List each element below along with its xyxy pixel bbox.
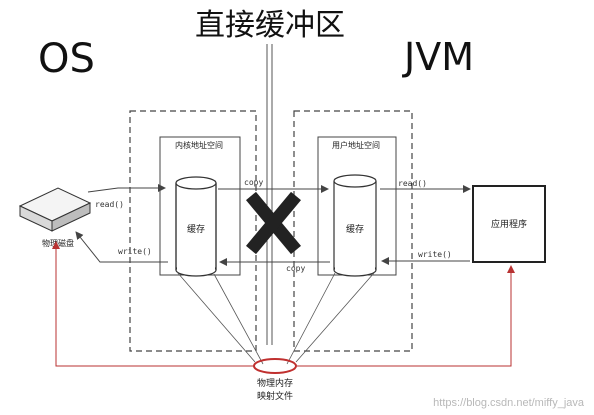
os-label: OS — [38, 36, 95, 82]
app-write-label: write() — [418, 250, 452, 259]
mapped-path-to-app — [296, 265, 515, 367]
copy-top-label: copy — [244, 178, 263, 187]
mapping-lines — [176, 271, 375, 365]
user-cache-label: 缓存 — [346, 223, 364, 235]
mapped-file-label-line1: 物理内存 — [257, 377, 293, 389]
copy-bottom-label: copy — [286, 264, 305, 273]
disk-write-label: write() — [118, 247, 152, 256]
kernel-space-label: 内核地址空间 — [175, 140, 223, 150]
user-cache-cylinder — [333, 174, 377, 277]
disk-write-arrow — [75, 231, 168, 263]
diagram-title: 直接缓冲区 — [195, 8, 345, 43]
app-read-label: read() — [398, 179, 427, 188]
disk-read-arrow — [87, 184, 166, 193]
watermark-text: https://blog.csdn.net/miffy_java — [433, 397, 585, 409]
disk-label: 物理磁盘 — [42, 238, 74, 248]
mapped-path-to-disk — [52, 241, 254, 367]
mapped-file-label-line2: 映射文件 — [257, 390, 293, 402]
blocked-cross-icon — [246, 191, 301, 255]
application-box — [472, 185, 546, 263]
kernel-cache-cylinder — [175, 176, 217, 277]
kernel-outer-box — [129, 110, 257, 352]
user-outer-box — [293, 110, 413, 352]
jvm-label: JVM — [402, 35, 474, 79]
disk-read-label: read() — [95, 200, 124, 209]
user-space-label: 用户地址空间 — [332, 140, 380, 150]
physical-disk-icon — [18, 187, 92, 232]
mapped-file-ellipse — [253, 358, 297, 374]
kernel-cache-label: 缓存 — [187, 223, 205, 235]
application-label: 应用程序 — [491, 218, 527, 230]
